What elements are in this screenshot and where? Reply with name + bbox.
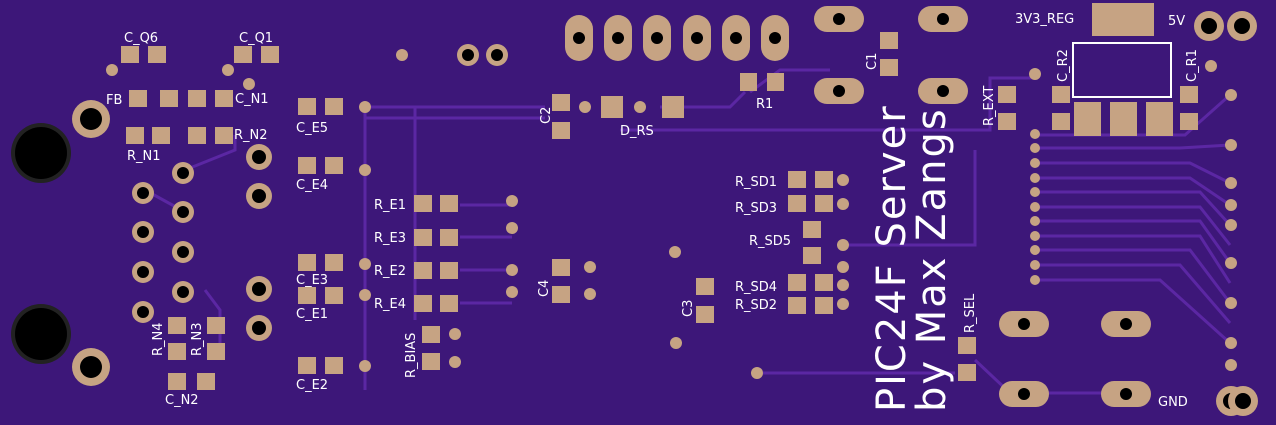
label-c-q1: C_Q1 [239, 31, 273, 46]
label-r-sd5: R_SD5 [749, 234, 791, 249]
smd-pads [121, 3, 1198, 390]
traces [144, 68, 1232, 395]
board-title-line1: PIC24F Server [869, 104, 915, 412]
label-c4: C4 [537, 280, 552, 297]
label-gnd: GND [1158, 395, 1188, 410]
label-r-n2: R_N2 [234, 128, 268, 143]
label-c-e3: C_E3 [296, 273, 328, 288]
label-c-q6: C_Q6 [124, 31, 158, 46]
board-title-line2: by Max Zangs [909, 107, 955, 412]
label-r-sd1: R_SD1 [735, 175, 777, 190]
label-fb: FB [106, 93, 122, 108]
through-hole-pads [72, 11, 1258, 416]
label-c-e2: C_E2 [296, 378, 328, 393]
label-c-e1: C_E1 [296, 307, 328, 322]
label-c-r2: C_R2 [1056, 49, 1071, 82]
label-3v3-reg: 3V3_REG [1015, 12, 1074, 27]
label-5v: 5V [1168, 14, 1185, 29]
label-r-n3: R_N3 [190, 322, 205, 356]
label-c3: C3 [681, 300, 696, 317]
regulator-outline [1072, 42, 1172, 98]
oval-pads [565, 6, 1151, 407]
vias [106, 49, 1237, 379]
silkscreen-labels: C_Q6 C_Q1 FB C_N1 R_N2 R_N1 C_E5 C_E4 C_… [106, 12, 1200, 412]
label-c-e4: C_E4 [296, 178, 328, 193]
label-r-sd2: R_SD2 [735, 298, 777, 313]
label-r-n1: R_N1 [127, 149, 161, 164]
label-c2: C2 [539, 107, 554, 124]
label-r-e4: R_E4 [374, 297, 406, 312]
label-r-ext: R_EXT [982, 86, 997, 126]
label-c-r1: C_R1 [1185, 49, 1200, 82]
label-c-n2: C_N2 [165, 393, 199, 408]
label-c1: C1 [865, 53, 880, 70]
label-r1: R1 [756, 97, 773, 112]
label-c-e5: C_E5 [296, 121, 328, 136]
label-r-e3: R_E3 [374, 231, 406, 246]
label-r-bias: R_BIAS [404, 333, 419, 378]
label-r-sd4: R_SD4 [735, 280, 777, 295]
label-d-rs: D_RS [620, 124, 654, 139]
label-r-e1: R_E1 [374, 198, 406, 213]
label-r-sel: R_SEL [963, 293, 978, 333]
label-r-sd3: R_SD3 [735, 201, 777, 216]
label-c-n1: C_N1 [235, 92, 269, 107]
label-r-n4: R_N4 [151, 322, 166, 356]
label-r-e2: R_E2 [374, 264, 406, 279]
